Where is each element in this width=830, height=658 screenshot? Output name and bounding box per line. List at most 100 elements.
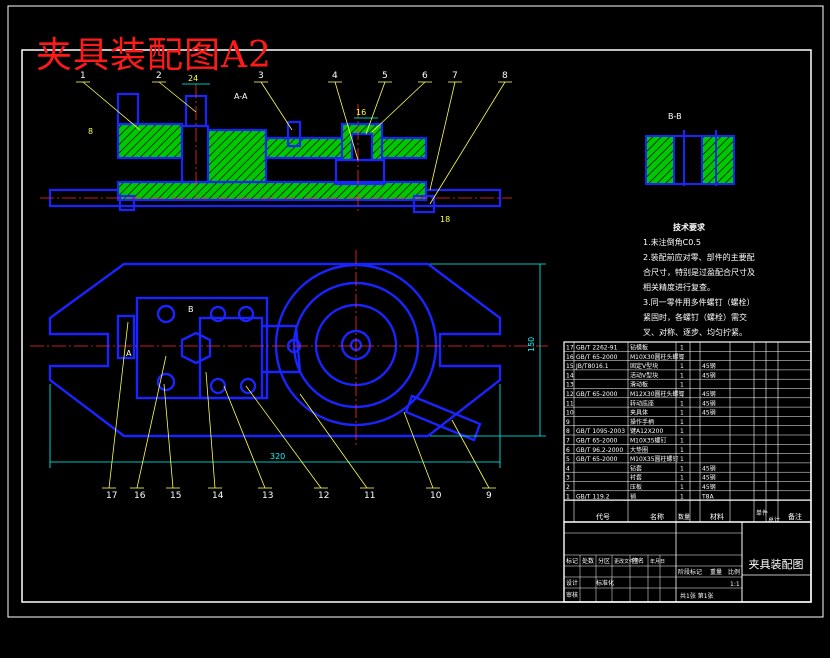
bom-qty: 1 (680, 428, 684, 435)
view-label-aa: A-A (234, 92, 248, 101)
bom-material: 45钢 (702, 409, 716, 417)
tb-weight: 重量 (710, 568, 722, 576)
plan-view (48, 262, 502, 442)
tb-standard: 标准化 (596, 579, 614, 587)
left-pin (118, 194, 136, 212)
part-leaders (76, 81, 512, 489)
title-block-frame (563, 521, 812, 603)
bom-qty: 1 (680, 493, 684, 500)
bom-qty: 1 (680, 363, 684, 370)
tb-change-doc: 更改文件号 (614, 558, 639, 565)
balloon-4: 4 (332, 71, 338, 81)
left-hatch-upper (116, 122, 184, 160)
balloon-1: 1 (80, 71, 86, 81)
bom-qty: 1 (680, 391, 684, 398)
bom-qty: 1 (680, 345, 684, 352)
v-block-workpiece (180, 331, 212, 365)
rotary-base-outer (274, 263, 438, 427)
tb-scale-value: 1:1 (730, 581, 740, 588)
dim-text-24: 24 (188, 74, 198, 83)
base-hatch (116, 180, 428, 202)
tb-checker: 审核 (566, 591, 578, 599)
bom-code: GB/T 65-2000 (576, 438, 618, 445)
sliding-plate (198, 316, 264, 400)
bom-name: 销 (630, 492, 636, 500)
v-block-plate (135, 296, 269, 400)
bom-name: 钻套 (630, 464, 642, 472)
section-bb-view (645, 130, 735, 186)
bom-material: 45钢 (702, 371, 716, 379)
right-pin (412, 194, 436, 214)
bom-name: 压板 (630, 483, 642, 491)
bom-name: M10X35螺钉 (630, 437, 667, 445)
balloon-6: 6 (422, 71, 428, 81)
bom-material: 45钢 (702, 464, 716, 472)
bom-index: 11 (566, 400, 574, 407)
tb-date: 年月日 (650, 558, 665, 565)
bom-name: M12X30圆柱头螺钉 (630, 390, 685, 398)
bom-header-single: 单件 (756, 509, 768, 517)
leader-line-17 (108, 321, 129, 489)
view-label-bb: B-B (668, 112, 682, 121)
bom-code: GB/T 96.2-2000 (576, 447, 623, 454)
bom-name: 转动底座 (630, 399, 654, 407)
bom-name: 衬套 (630, 474, 642, 482)
bb-core (673, 135, 703, 185)
bom-qty: 1 (680, 400, 684, 407)
bom-name: 滑动板 (630, 381, 648, 389)
tech-note-line: 1.未注倒角C0.5 (643, 238, 701, 247)
bom-index: 5 (566, 456, 570, 463)
balloon-13: 13 (262, 491, 273, 501)
leader-line-5 (365, 81, 386, 135)
bom-qty: 1 (680, 456, 684, 463)
bom-qty: 1 (680, 382, 684, 389)
leader-line-2 (158, 81, 197, 113)
drill-bush-inner (350, 132, 374, 162)
dimension-lines (49, 83, 546, 468)
leader-line-3 (260, 81, 293, 131)
bom-index: 4 (566, 465, 570, 472)
balloon-11: 11 (364, 491, 375, 501)
bom-index: 10 (566, 410, 574, 417)
tech-note-line: 叉、对称、逐步、均匀拧紧。 (643, 328, 747, 337)
sheet-title-watermark: 夹具装配图A2 (36, 35, 272, 76)
bom-header-name: 名称 (650, 512, 664, 521)
tech-note-line: 合尺寸，特别是过盈配合尺寸及 (643, 268, 755, 277)
dim-text-16: 16 (356, 108, 366, 117)
drawing-name: 夹具装配图 (749, 558, 804, 571)
bom-index: 8 (566, 428, 570, 435)
leader-line-10 (403, 411, 434, 489)
tb-mark: 标记 (566, 557, 578, 565)
bom-name: M10X35圆柱螺钉 (630, 455, 679, 463)
bom-material: 45钢 (702, 474, 716, 482)
balloon-12: 12 (318, 491, 329, 501)
tb-scale: 比例 (728, 568, 740, 576)
bom-code: GB/T 119.2 (576, 493, 610, 500)
bom-material: 45钢 (702, 390, 716, 398)
outer-frame (7, 5, 824, 618)
leader-line-4 (334, 81, 359, 161)
bom-qty: 1 (680, 438, 684, 445)
dim-text-150: 150 (527, 337, 536, 352)
bolt-c (209, 305, 227, 323)
bom-qty: 1 (680, 354, 684, 361)
bom-code: GB/T 65-2000 (576, 354, 618, 361)
dim-text-18: 18 (440, 215, 450, 224)
tech-note-line: 紧固时，各螺钉（螺栓）需交 (643, 313, 747, 322)
lower-block (334, 158, 386, 186)
bom-index: 14 (566, 372, 574, 379)
title-block: 夹具装配图标记处数分区更改文件号签名年月日设计审核标准化阶段标记重量比例1:1共… (563, 521, 812, 603)
bom-index: 3 (566, 475, 570, 482)
bom-name: 夹具体 (630, 409, 648, 417)
bom-index: 1 (566, 493, 570, 500)
mid-hatch (206, 128, 268, 184)
balloon-17: 17 (106, 491, 117, 501)
tb-designer: 设计 (566, 579, 578, 587)
dim-text-320: 320 (270, 452, 285, 461)
bom-qty: 1 (680, 465, 684, 472)
drill-template (116, 314, 136, 360)
balloon-3: 3 (258, 71, 264, 81)
bom-name: 固定V型块 (630, 362, 658, 370)
